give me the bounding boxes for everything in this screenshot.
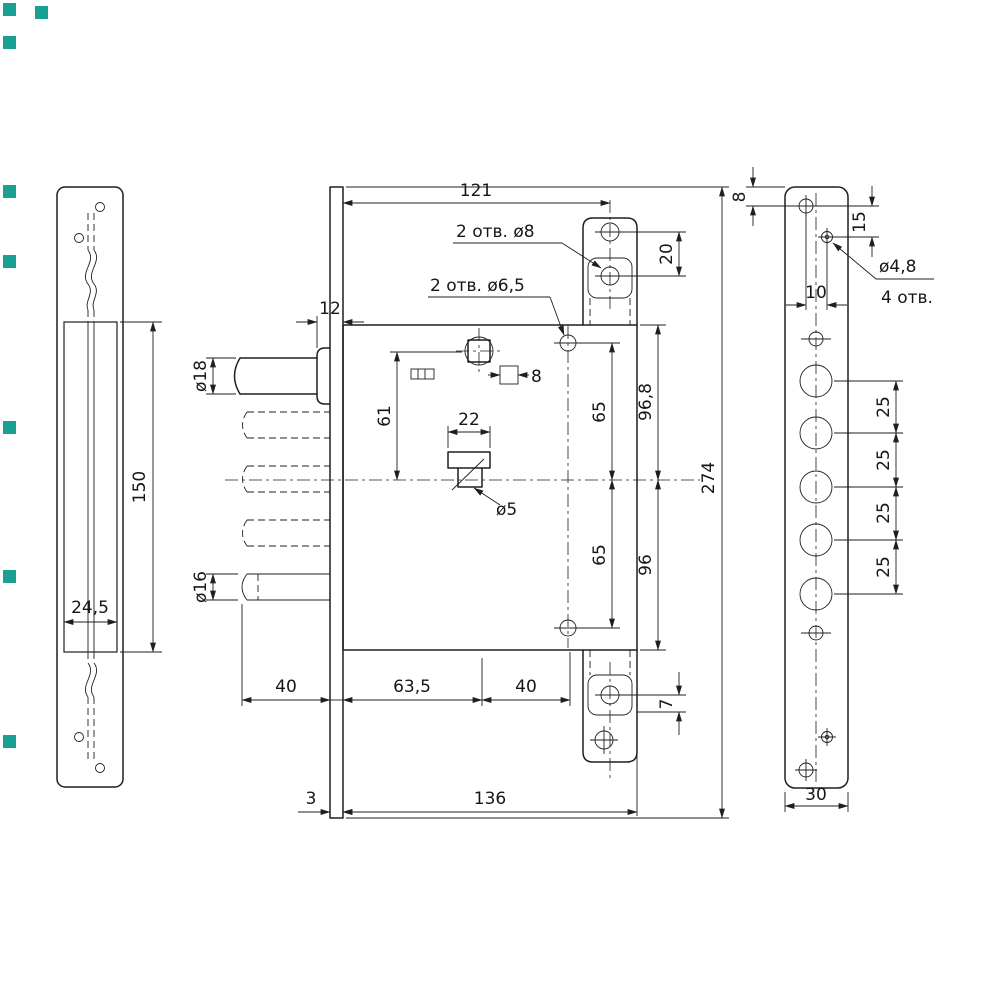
bottom-mounting-tab xyxy=(582,649,638,778)
note-d5: ø5 xyxy=(473,487,517,520)
dim-8-plate-label: 8 xyxy=(730,192,750,203)
dim-25-2-label: 25 xyxy=(874,449,894,471)
dim-25-1-label: 25 xyxy=(874,396,894,418)
watermark-square xyxy=(3,185,16,198)
watermark-square xyxy=(3,3,16,16)
case-holes-d6-5 xyxy=(554,334,582,637)
front-view: 8 61 22 ø5 xyxy=(191,181,729,819)
watermark-square xyxy=(3,36,16,49)
note-2-holes-d8-label: 2 отв. ø8 xyxy=(456,222,535,242)
plate-outline xyxy=(784,186,849,789)
dim-25-4-label: 25 xyxy=(874,556,894,578)
dim-40-right-label: 40 xyxy=(515,677,537,697)
dim-25-3-label: 25 xyxy=(874,502,894,524)
keyhole xyxy=(447,451,491,491)
lock-case-outline xyxy=(342,324,638,651)
dim-20: 20 xyxy=(624,231,686,277)
dim-63-5-label: 63,5 xyxy=(393,677,431,697)
dim-12: 12 xyxy=(296,299,364,348)
dim-61-label: 61 xyxy=(375,405,395,427)
dim-10-label: 10 xyxy=(805,283,827,303)
dim-d16-label: ø16 xyxy=(191,571,211,603)
hidden-bolt-rows xyxy=(242,411,330,547)
dim-square-8: 8 xyxy=(488,365,542,387)
dim-96-8-label: 96,8 xyxy=(636,383,656,421)
dim-10: 10 xyxy=(786,214,847,310)
dim-274: 274 xyxy=(346,186,729,819)
watermark-square xyxy=(3,570,16,583)
left-view-hidden-lines xyxy=(85,213,97,760)
left-view-outline xyxy=(56,186,124,788)
watermark-square xyxy=(35,6,48,19)
dim-274-label: 274 xyxy=(699,462,719,494)
watermark-square xyxy=(3,735,16,748)
watermark-square xyxy=(3,255,16,268)
dim-96-label: 96 xyxy=(636,554,656,576)
dim-22: 22 xyxy=(447,410,491,448)
dim-15: 15 xyxy=(813,186,879,257)
dim-22-label: 22 xyxy=(458,410,480,430)
dim-25-stack: 25 25 25 25 xyxy=(834,380,903,595)
note-4-holes-d4-8: ø4,8 4 отв. xyxy=(832,242,934,308)
watermark-square xyxy=(3,421,16,434)
dim-d18: ø18 xyxy=(191,357,236,395)
note-2-holes-d6-5: 2 отв. ø6,5 xyxy=(428,276,565,336)
watermark-squares xyxy=(3,3,48,748)
note-d4-8-label: ø4,8 xyxy=(879,257,916,277)
dim-3-label: 3 xyxy=(306,789,317,809)
dim-7-label: 7 xyxy=(657,699,677,710)
top-mounting-tab xyxy=(582,200,638,326)
dim-121: 121 xyxy=(342,181,611,206)
dim-15-label: 15 xyxy=(850,211,870,233)
spindle-hub xyxy=(456,328,503,375)
faceplate-strip xyxy=(329,186,344,819)
locking-bolts-d16 xyxy=(241,573,330,601)
dim-65-lower: 65 xyxy=(580,479,620,629)
note-4-holes-label: 4 отв. xyxy=(881,288,933,308)
dim-150-label: 150 xyxy=(130,471,150,503)
left-view-holes xyxy=(74,202,105,773)
note-2-holes-d6-5-label: 2 отв. ø6,5 xyxy=(430,276,525,296)
dim-24-5: 24,5 xyxy=(63,598,118,625)
dim-121-label: 121 xyxy=(460,181,492,201)
strike-plate-view: 8 15 ø4,8 4 отв. 10 xyxy=(730,167,934,812)
dim-7: 7 xyxy=(624,672,686,735)
centerlines xyxy=(225,326,700,648)
dim-96: 96 xyxy=(636,479,666,651)
dim-65-lower-label: 65 xyxy=(590,544,610,566)
dim-40-left-label: 40 xyxy=(275,677,297,697)
plate-holes xyxy=(795,195,836,781)
dim-8-plate: 8 xyxy=(730,167,799,226)
dim-12-label: 12 xyxy=(319,299,341,319)
dim-30: 30 xyxy=(784,785,849,812)
dim-20-label: 20 xyxy=(657,243,677,265)
dim-96-8: 96,8 xyxy=(636,324,666,481)
dim-136-label: 136 xyxy=(474,789,506,809)
deadbolt xyxy=(233,347,331,405)
dim-3-and-136: 3 136 xyxy=(298,652,638,816)
dim-30-label: 30 xyxy=(805,785,827,805)
dim-65-upper-label: 65 xyxy=(590,401,610,423)
dim-61: 61 xyxy=(375,351,462,481)
left-side-view: 150 24,5 xyxy=(56,186,162,788)
dim-square-8-label: 8 xyxy=(531,367,542,387)
dim-d18-label: ø18 xyxy=(191,360,211,392)
dim-65-upper: 65 xyxy=(580,342,620,481)
bottom-dims-row: 40 63,5 40 xyxy=(241,604,571,706)
dim-24-5-label: 24,5 xyxy=(71,598,109,618)
note-d5-label: ø5 xyxy=(496,500,517,520)
screw-detail xyxy=(410,368,435,380)
dim-d16: ø16 xyxy=(191,571,238,603)
note-2-holes-d8: 2 отв. ø8 xyxy=(453,222,602,269)
dim-150: 150 xyxy=(120,321,162,653)
